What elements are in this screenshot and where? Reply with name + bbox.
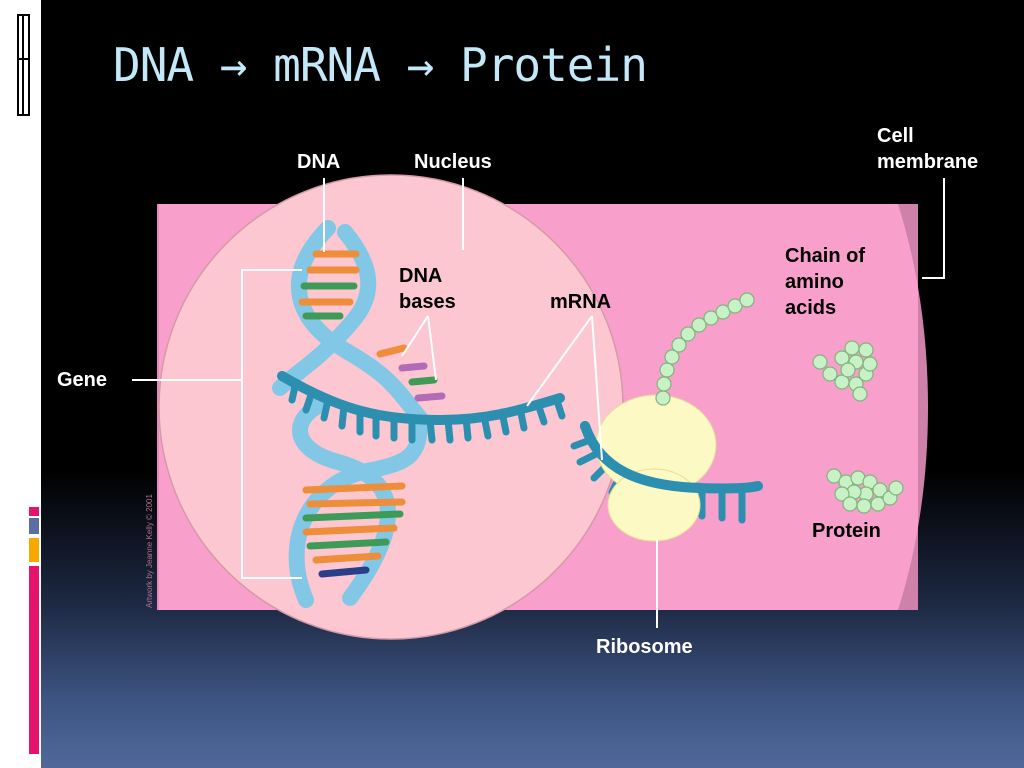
label-chain-3: acids — [785, 297, 836, 319]
windows-icon — [17, 14, 33, 116]
label-dna-bases-2: bases — [399, 291, 456, 313]
protein-cluster — [826, 468, 904, 514]
label-chain-1: Chain of — [785, 245, 865, 267]
label-dna-bases-1: DNA — [399, 265, 442, 287]
label-protein: Protein — [812, 520, 881, 542]
left-accent-strip — [0, 0, 41, 768]
label-nucleus: Nucleus — [414, 151, 492, 173]
accent-bar-magenta — [29, 566, 39, 754]
slide-title: DNA → mRNA → Protein — [113, 38, 648, 92]
artwork-credit: Artwork by Jeanne Kelly © 2001 — [145, 493, 154, 608]
amino-acid-chain — [655, 292, 755, 406]
label-dna: DNA — [297, 151, 340, 173]
nucleus — [158, 174, 624, 640]
label-cell-membrane-1: Cell — [877, 125, 914, 147]
accent-bar-magenta-top — [29, 507, 39, 516]
dna-double-helix — [272, 220, 446, 608]
accent-bar-blue — [29, 518, 39, 534]
label-mrna: mRNA — [550, 291, 611, 313]
label-leader-lines — [132, 178, 945, 628]
cell-membrane — [898, 204, 928, 610]
label-cell-membrane-2: membrane — [877, 151, 978, 173]
mrna-strand — [277, 371, 763, 524]
label-chain-2: amino — [785, 271, 844, 293]
label-gene: Gene — [57, 369, 107, 391]
label-ribosome: Ribosome — [596, 636, 693, 658]
folding-chain-cluster — [812, 340, 878, 402]
accent-bar-orange — [29, 538, 39, 562]
